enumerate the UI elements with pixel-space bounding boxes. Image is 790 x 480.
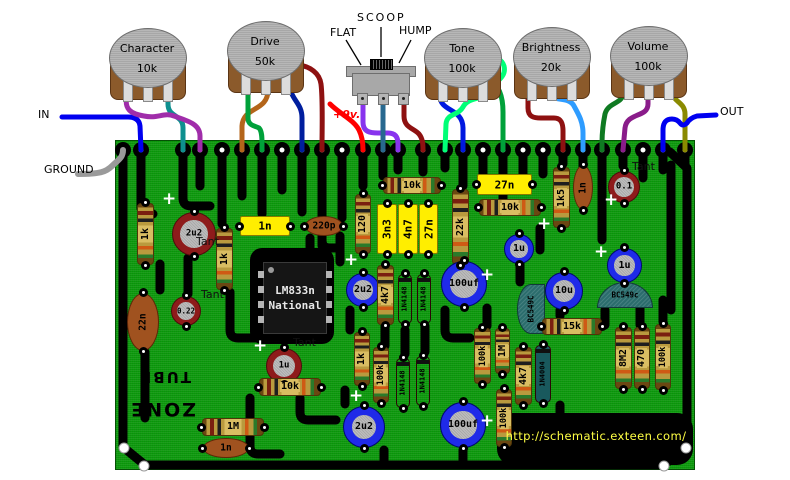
pot-drive-terminal-2 xyxy=(261,73,271,95)
pot-tone-name: Tone xyxy=(449,42,475,55)
wire-drive-darkred xyxy=(255,61,325,153)
out-label: OUT xyxy=(720,105,744,118)
switch-pos-hump: HUMP xyxy=(399,24,432,37)
pot-character-name: Character xyxy=(119,42,175,55)
pot-drive-terminal-3 xyxy=(281,73,291,95)
pcb-board xyxy=(115,140,695,470)
pot-tone-body xyxy=(425,58,501,100)
pot-drive-knob[interactable] xyxy=(227,21,305,81)
pot-volume-terminal-1 xyxy=(624,78,634,100)
switch-body[interactable] xyxy=(352,73,410,96)
pot-character-terminal-1 xyxy=(123,80,133,102)
switch-pos-scoop: SCOOP xyxy=(357,11,406,24)
pot-volume-terminal-3 xyxy=(664,78,674,100)
pot-drive-name: Drive xyxy=(250,35,280,48)
pot-drive-value: 50k xyxy=(254,55,276,68)
pot-brightness-name: Brightness xyxy=(521,41,581,54)
pot-character-value: 10k xyxy=(136,62,158,75)
switch-flange xyxy=(346,66,416,77)
pot-volume-name: Volume xyxy=(627,40,669,53)
pot-brightness-body xyxy=(514,57,590,99)
pot-brightness-knob[interactable] xyxy=(513,27,591,87)
pot-character-knob[interactable] xyxy=(109,28,187,88)
pot-character-terminal-3 xyxy=(163,80,173,102)
pot-drive-terminal-1 xyxy=(241,73,251,95)
pot-character-terminal-2 xyxy=(143,80,153,102)
pot-volume-body xyxy=(611,56,687,98)
pot-volume-knob[interactable] xyxy=(610,26,688,86)
pot-drive-body xyxy=(228,51,304,93)
switch-terminal-2 xyxy=(378,93,389,105)
pot-tone-terminal-3 xyxy=(478,80,488,102)
plus9v-label: +9v. xyxy=(333,108,361,121)
pot-volume-terminal-2 xyxy=(644,78,654,100)
pot-brightness-terminal-2 xyxy=(547,79,557,101)
switch-pointer-lines xyxy=(345,27,412,66)
pot-brightness-terminal-3 xyxy=(567,79,577,101)
pot-tone-knob[interactable] xyxy=(424,28,502,88)
pot-tone-terminal-1 xyxy=(438,80,448,102)
pot-brightness-value: 20k xyxy=(540,61,562,74)
pot-volume-value: 100k xyxy=(634,60,662,73)
switch-terminal-1 xyxy=(357,93,368,105)
switch-terminal-3 xyxy=(398,93,409,105)
wire-drive-darkblue xyxy=(287,63,305,153)
pot-tone-value: 100k xyxy=(448,62,476,75)
ground-label: GROUND xyxy=(44,163,94,176)
wire-tone-springgreen xyxy=(442,55,507,153)
in-label: IN xyxy=(38,108,50,121)
pot-tone-terminal-2 xyxy=(458,80,468,102)
switch-pos-flat: FLAT xyxy=(330,26,357,39)
switch-actuator[interactable] xyxy=(370,59,393,70)
pot-character-body xyxy=(110,58,186,100)
pot-brightness-terminal-1 xyxy=(527,79,537,101)
